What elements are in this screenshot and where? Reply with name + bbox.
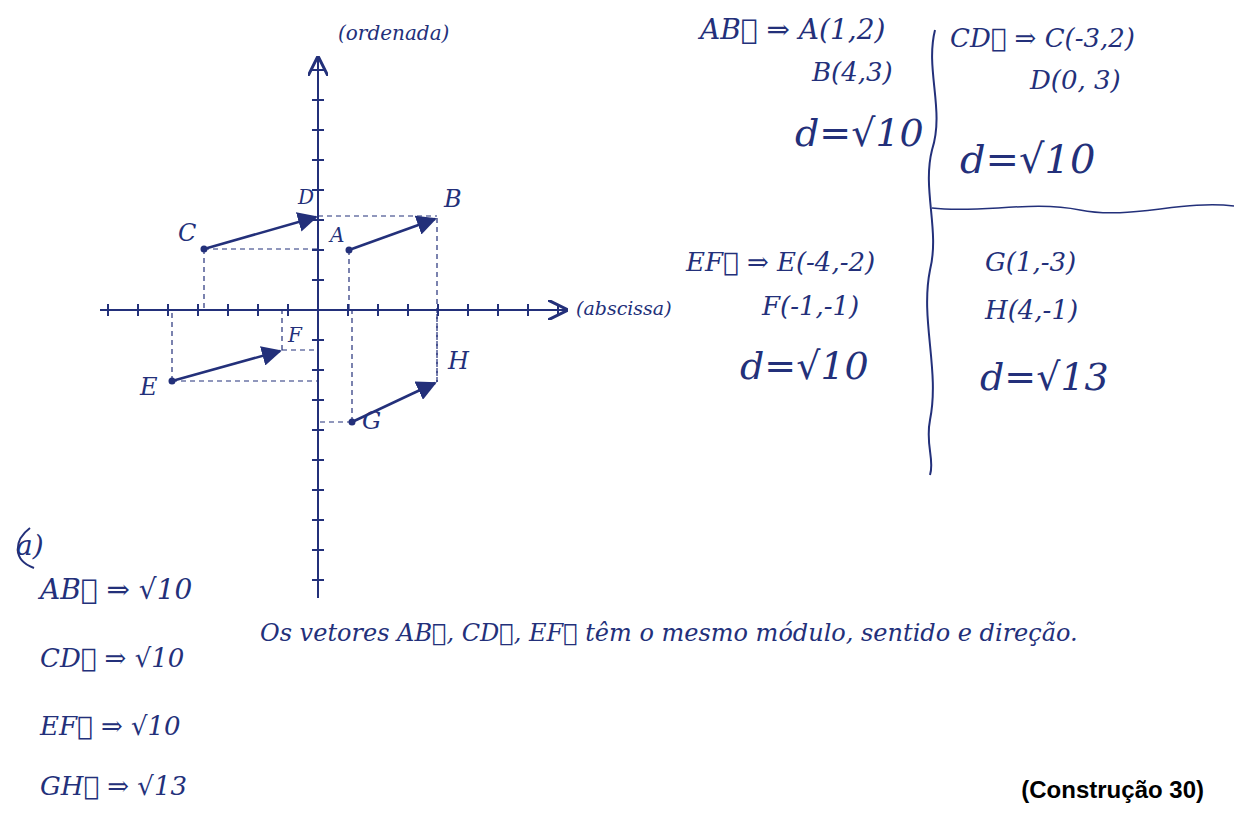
handwritten-note: AB⃗ ⇒ √10 [40, 574, 192, 606]
conclusion-note: Os vetores AB⃗, CD⃗, EF⃗ têm o mesmo mód… [260, 620, 1078, 648]
axis-label: (ordenada) [338, 22, 449, 45]
handwritten-note: a) [16, 530, 44, 562]
separator-line [932, 205, 1234, 213]
point-label: D [298, 186, 314, 209]
point-label: A [330, 224, 344, 247]
separator-line [927, 30, 936, 475]
handwritten-note: CD⃗ ⇒ C(-3,2) [950, 24, 1135, 54]
y-axis [317, 58, 319, 598]
handwritten-note: H(4,-1) [985, 296, 1078, 326]
projection-lines [172, 216, 437, 422]
handwritten-note: d=√10 [740, 345, 869, 389]
handwritten-note: AB⃗ ⇒ A(1,2) [700, 14, 885, 46]
point-label: G [362, 408, 381, 436]
handwritten-note: B(4,3) [812, 58, 893, 88]
handwritten-note: F(-1,-1) [762, 292, 859, 322]
handwritten-note: d=√10 [795, 112, 924, 156]
handwritten-note: G(1,-3) [985, 248, 1076, 278]
axis-label: (abscissa) [576, 298, 672, 320]
handwritten-note: CD⃗ ⇒ √10 [40, 644, 184, 674]
handwritten-note: D(0, 3) [1030, 66, 1121, 96]
figure-caption: (Construção 30) [1021, 776, 1204, 804]
point-label: B [444, 186, 462, 214]
axis-ticks [108, 70, 558, 580]
handwritten-note: d=√13 [980, 356, 1109, 400]
handwritten-note: d=√10 [960, 136, 1096, 182]
point-label: F [288, 324, 302, 347]
point-label: H [448, 348, 469, 376]
handwritten-note: EF⃗ ⇒ √10 [40, 712, 181, 742]
point-label: E [140, 374, 158, 402]
handwritten-note: GH⃗ ⇒ √13 [40, 772, 187, 802]
points [169, 246, 356, 426]
vectors [172, 217, 435, 422]
handwritten-note: EF⃗ ⇒ E(-4,-2) [686, 248, 875, 278]
x-axis [100, 309, 566, 311]
point-label: C [178, 220, 196, 248]
